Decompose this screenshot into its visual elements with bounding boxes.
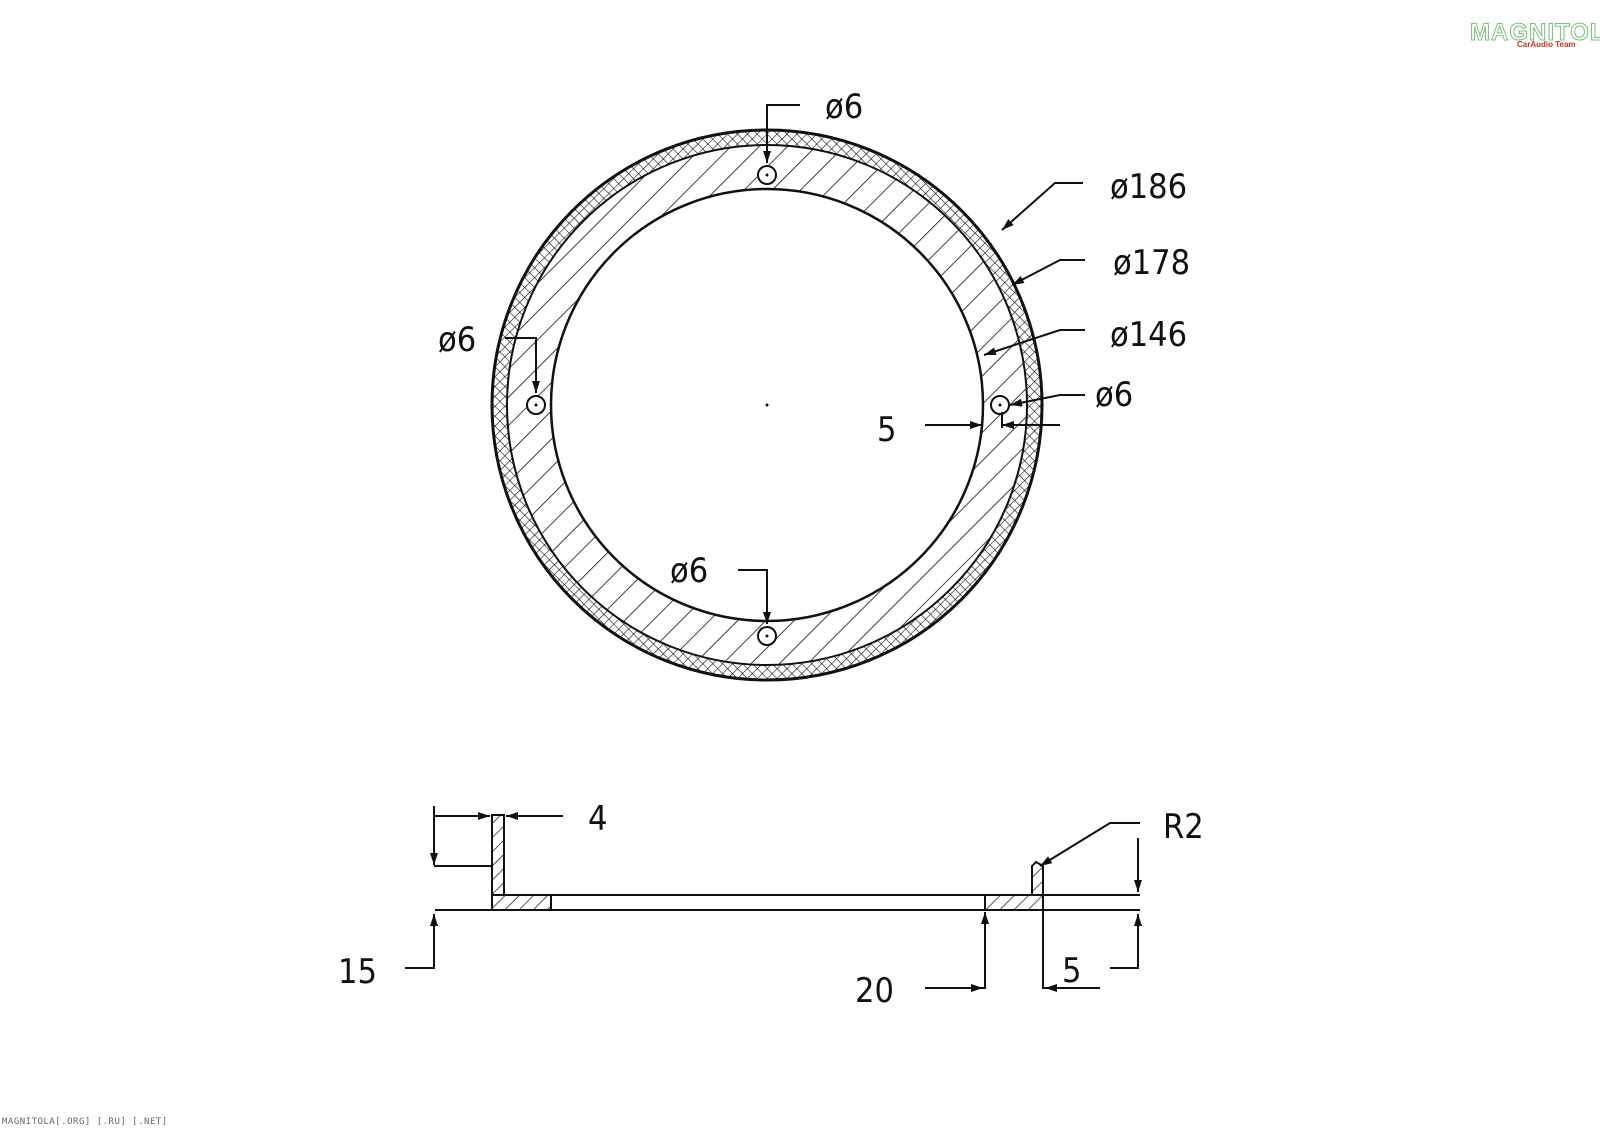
right-lip-section — [984, 860, 1044, 911]
section-leaders — [405, 806, 1142, 992]
top-view-leaders — [505, 104, 1085, 624]
label-hole-bottom: ø6 — [670, 551, 708, 591]
label-inner-step: 20 — [855, 971, 894, 1011]
leader-hole-bottom — [738, 569, 771, 624]
watermark-logo-text: MAGNITOLA — [1470, 19, 1600, 46]
ring-section-view: 4 R2 15 20 5 — [338, 799, 1204, 1011]
plate-outline — [491, 894, 1044, 911]
label-dia-inner: ø146 — [1110, 315, 1187, 355]
mounting-holes — [526, 165, 1010, 646]
label-wall-thickness: 4 — [588, 799, 607, 839]
leader-dia-inner — [983, 329, 1085, 356]
outer-band-hatch — [492, 130, 1042, 680]
leader-hole-right — [1009, 394, 1085, 407]
leader-hole-top — [763, 104, 800, 163]
watermark-logo: MAGNITOLA CarAudio Team — [1470, 19, 1600, 50]
label-total-height: 15 — [338, 952, 377, 992]
center-point — [765, 403, 769, 407]
watermark-sub-text: CarAudio Team — [1517, 40, 1576, 49]
label-hole-left: ø6 — [438, 320, 476, 360]
footer-watermark: MAGNITOLA[.ORG] [.RU] [.NET] — [2, 1117, 168, 1127]
label-flange-step: 5 — [1062, 951, 1081, 991]
label-offset: 5 — [877, 410, 896, 450]
left-wall-section — [491, 814, 552, 911]
label-dia-middle: ø178 — [1113, 243, 1190, 283]
label-hole-right: ø6 — [1095, 375, 1133, 415]
ring-top-view: ø6 ø6 ø6 ø6 ø186 ø178 ø146 5 — [438, 87, 1190, 682]
leader-hole-left — [505, 337, 540, 393]
label-dia-outer: ø186 — [1110, 167, 1187, 207]
leader-dia-outer — [1001, 182, 1083, 231]
label-radius: R2 — [1163, 807, 1204, 847]
label-hole-top: ø6 — [825, 87, 863, 127]
inner-band-hatch — [507, 145, 1027, 665]
leader-dia-middle — [1011, 259, 1085, 286]
